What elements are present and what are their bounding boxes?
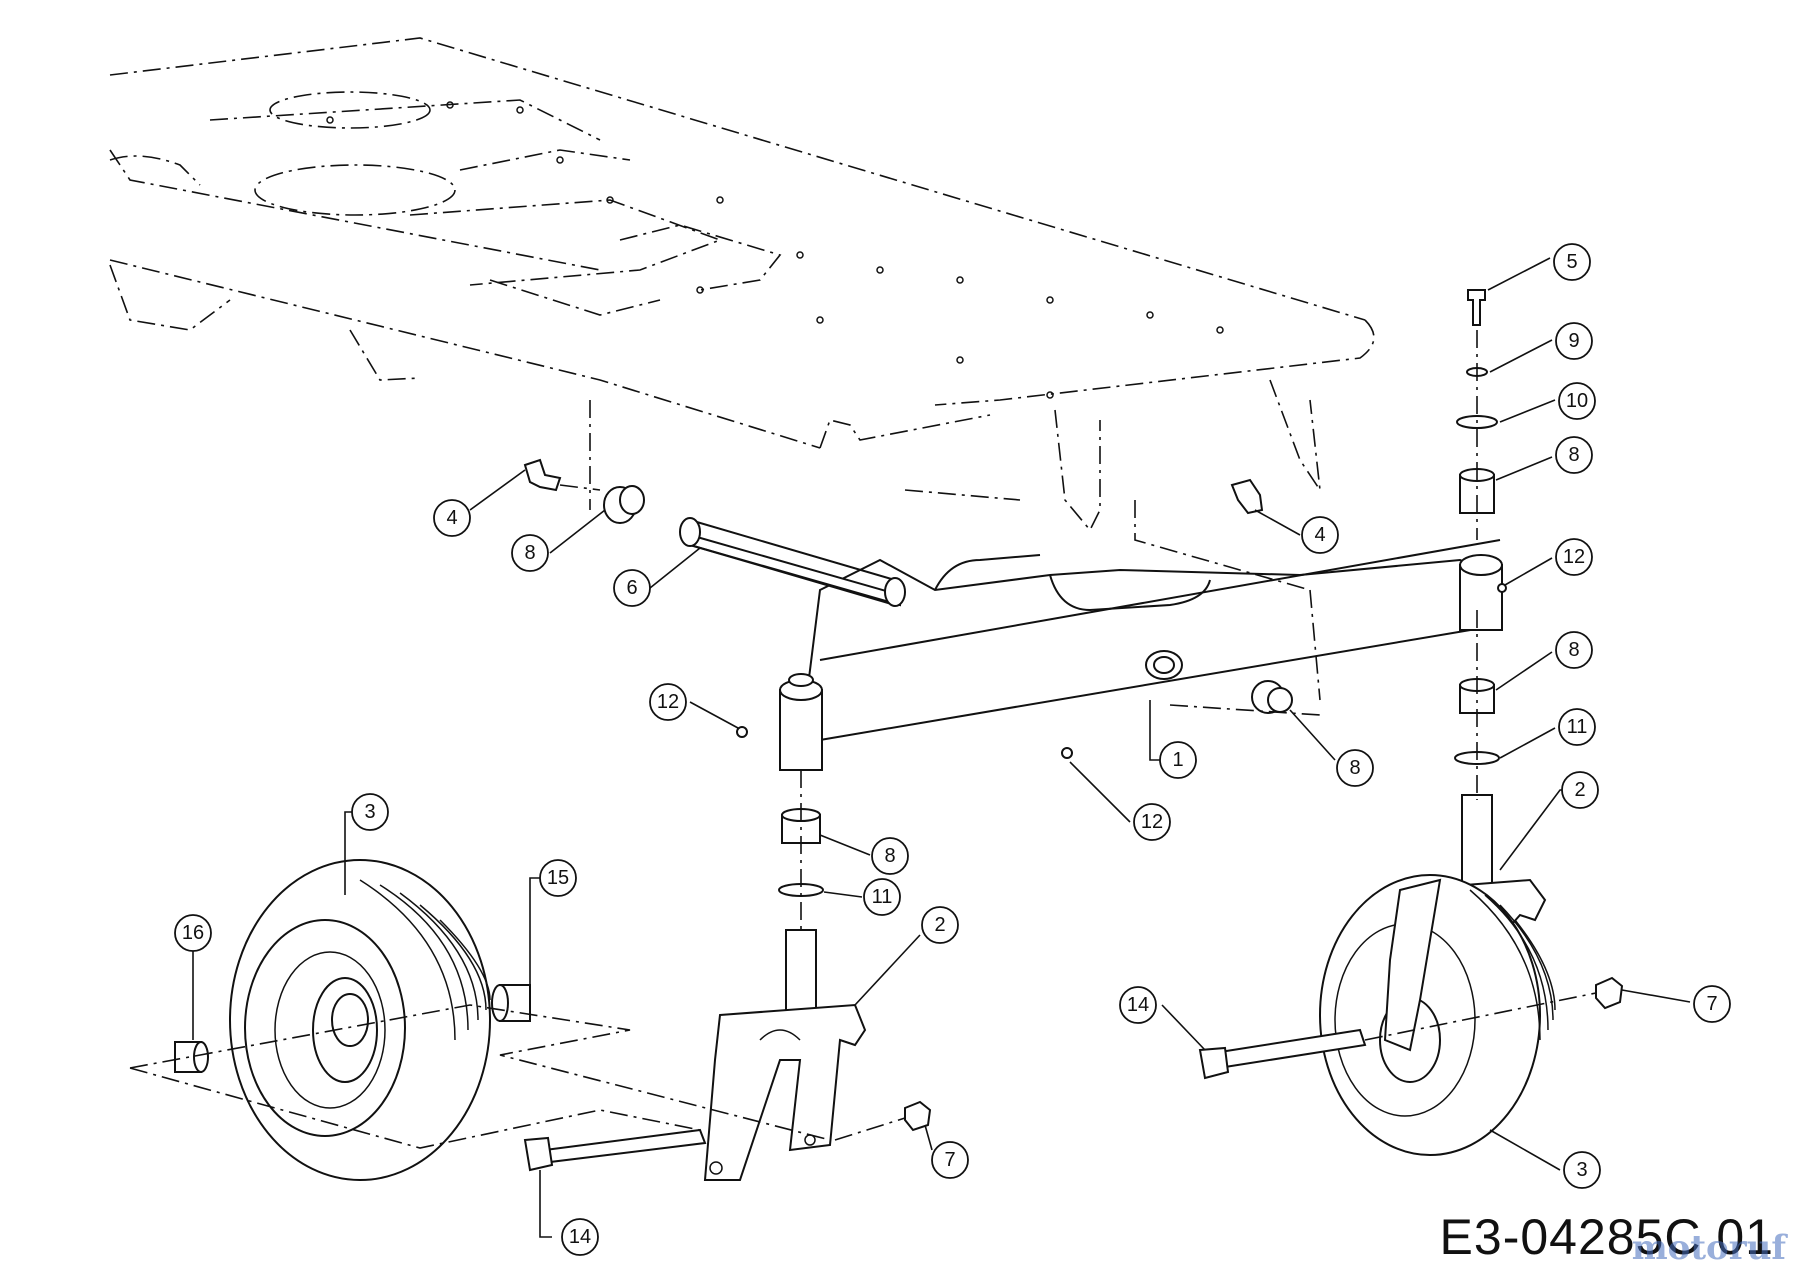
pivot-shaft	[679, 517, 906, 607]
svg-text:10: 10	[1566, 390, 1588, 412]
callout-3-right: 3	[1563, 1151, 1601, 1189]
svg-text:2: 2	[1574, 779, 1585, 801]
bolt-4-left	[523, 458, 562, 492]
bushing-right-lower	[1251, 680, 1293, 714]
callout-2-right: 2	[1561, 771, 1599, 809]
callout-5: 5	[1553, 243, 1591, 281]
axle-beam	[779, 539, 1503, 771]
axle-bolt-right	[1198, 1028, 1367, 1080]
svg-text:4: 4	[1314, 524, 1325, 546]
callouts: 5 9 10 8 12 8 11 2 4 8 6 4 12	[174, 243, 1731, 1256]
callout-14-left: 14	[561, 1218, 599, 1256]
svg-text:4: 4	[446, 507, 457, 529]
callout-8-left: 8	[511, 534, 549, 572]
callout-7-left: 7	[931, 1141, 969, 1179]
svg-text:12: 12	[1141, 811, 1163, 833]
svg-text:8: 8	[1568, 639, 1579, 661]
caster-fork-left	[703, 929, 867, 1181]
svg-text:7: 7	[944, 1149, 955, 1171]
callout-14-right: 14	[1119, 986, 1157, 1024]
svg-text:5: 5	[1566, 251, 1577, 273]
svg-text:8: 8	[524, 542, 535, 564]
lock-nut-left	[904, 1100, 932, 1132]
callout-8-top-right: 8	[1555, 436, 1593, 474]
lock-nut-right	[1595, 976, 1624, 1010]
callout-1: 1	[1159, 741, 1197, 779]
drawing-code: E3-04285C 01	[1439, 1209, 1774, 1265]
svg-text:11: 11	[872, 886, 893, 908]
callout-8-beam: 8	[1336, 749, 1374, 787]
watermark-logo: motoruf	[1631, 1228, 1786, 1268]
spacer-15	[491, 984, 531, 1022]
svg-text:3: 3	[1576, 1159, 1587, 1181]
svg-text:2: 2	[934, 914, 945, 936]
callout-16: 16	[174, 914, 212, 952]
callout-11-left: 11	[863, 878, 901, 916]
callout-2-left: 2	[921, 906, 959, 944]
svg-text:14: 14	[569, 1226, 591, 1248]
callout-8-left-stack: 8	[871, 837, 909, 875]
callout-12-right: 12	[1555, 538, 1593, 576]
svg-text:12: 12	[1563, 546, 1585, 568]
callout-11-right: 11	[1558, 708, 1596, 746]
callout-12-left: 12	[649, 683, 687, 721]
callout-15: 15	[539, 859, 577, 897]
callout-4-right: 4	[1301, 516, 1339, 554]
assembly-lines	[129, 330, 1597, 1149]
svg-text:1: 1	[1172, 749, 1183, 771]
svg-text:6: 6	[626, 577, 637, 599]
svg-text:11: 11	[1567, 716, 1588, 738]
svg-text:12: 12	[657, 691, 679, 713]
svg-text:3: 3	[364, 801, 375, 823]
bushing-left-upper	[603, 485, 645, 524]
callout-10: 10	[1558, 382, 1596, 420]
wheel-right	[1319, 874, 1556, 1156]
callout-9: 9	[1555, 322, 1593, 360]
callout-6: 6	[613, 569, 651, 607]
svg-text:8: 8	[884, 845, 895, 867]
deck-frame	[109, 37, 1375, 701]
callout-12-bottom: 12	[1133, 803, 1171, 841]
callout-4-left: 4	[433, 499, 471, 537]
svg-text:7: 7	[1706, 993, 1717, 1015]
svg-text:9: 9	[1568, 330, 1579, 352]
svg-text:8: 8	[1349, 757, 1360, 779]
axle-bolt-left	[523, 1128, 707, 1172]
svg-text:16: 16	[182, 922, 204, 944]
callout-3-left: 3	[351, 793, 389, 831]
bushing-16	[174, 1041, 209, 1073]
bolt-4-right	[1230, 478, 1264, 515]
grease-fittings	[736, 583, 1507, 759]
callout-8-mid-right: 8	[1555, 631, 1593, 669]
svg-text:15: 15	[547, 867, 569, 889]
svg-text:8: 8	[1568, 444, 1579, 466]
callout-7-right: 7	[1693, 985, 1731, 1023]
wheel-left	[229, 859, 491, 1181]
svg-text:14: 14	[1127, 994, 1149, 1016]
